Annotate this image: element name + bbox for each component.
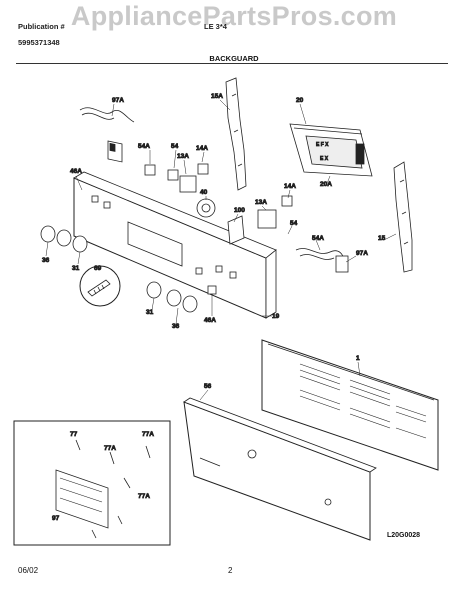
inset-detail-box: [13, 420, 171, 546]
callout-13a-top: 13A: [177, 153, 189, 160]
callout-31-left: 31: [72, 265, 80, 272]
callout-14a-top: 14A: [196, 145, 208, 152]
callout-46a-left: 46A: [70, 168, 82, 175]
knobs-left: [40, 225, 88, 253]
footer-date: 06/02: [18, 566, 39, 575]
svg-text:E F X: E F X: [316, 142, 329, 148]
knobs-bottom: [146, 281, 217, 313]
callout-97-inset: 97: [52, 515, 60, 522]
callout-15: 15: [378, 235, 386, 242]
leader-lines: [45, 99, 397, 401]
callout-14a-mid: 14A: [284, 183, 296, 190]
upper-switches: [144, 163, 293, 207]
callout-40: 40: [200, 189, 208, 196]
callout-97a-mid: 97A: [356, 250, 368, 257]
callout-77a-inset-2: 77A: [142, 431, 154, 438]
callout-77a-inset-3: 77A: [138, 493, 150, 500]
callout-54a-mid: 54A: [312, 235, 324, 242]
callout-1: 1: [356, 355, 360, 362]
lower-access-panel: [183, 397, 377, 541]
svg-text:E X: E X: [320, 156, 329, 162]
side-bracket-15: [393, 161, 413, 273]
section-title: BACKGUARD: [209, 54, 259, 63]
callout-36-bottom: 36: [172, 323, 180, 330]
publication-number: 5995371348: [18, 38, 60, 47]
callout-19: 19: [272, 313, 280, 320]
model-label: LE 3*4: [204, 22, 227, 31]
drawing-code: L20G0028: [387, 532, 421, 539]
backguard-panel: [73, 171, 277, 319]
electronic-control-board: E F X E X: [289, 123, 373, 177]
callout-56: 56: [204, 383, 212, 390]
callout-46a-bottom: 46A: [204, 317, 216, 324]
side-bracket-15a: [225, 77, 247, 191]
callout-77-inset: 77: [70, 431, 78, 438]
wiring-harness-right: [295, 248, 349, 273]
callout-20a: 20A: [320, 181, 332, 188]
callout-69: 69: [94, 265, 102, 272]
callout-54a-top: 54A: [138, 143, 150, 150]
clock-and-bracket: [196, 198, 277, 245]
callout-54-mid: 54: [290, 220, 298, 227]
footer-page-number: 2: [228, 566, 233, 575]
callout-36-left: 36: [42, 257, 50, 264]
callout-31-bottom: 31: [146, 309, 154, 316]
callout-54-top: 54: [171, 143, 179, 150]
header-rule: [16, 63, 448, 64]
callout-15a: 15A: [211, 93, 223, 100]
publication-label: Publication #: [18, 22, 65, 31]
screw-detail-circle: [79, 265, 121, 307]
callout-20: 20: [296, 97, 304, 104]
rear-panel: [261, 339, 439, 471]
callout-13a-mid: 13A: [255, 199, 267, 206]
watermark: AppliancePartsPros.com: [70, 1, 398, 31]
wiring-harness-top: [79, 107, 135, 163]
callout-77a-inset-1: 77A: [104, 445, 116, 452]
callout-100: 100: [234, 207, 245, 214]
callout-97a-top: 97A: [112, 97, 124, 104]
